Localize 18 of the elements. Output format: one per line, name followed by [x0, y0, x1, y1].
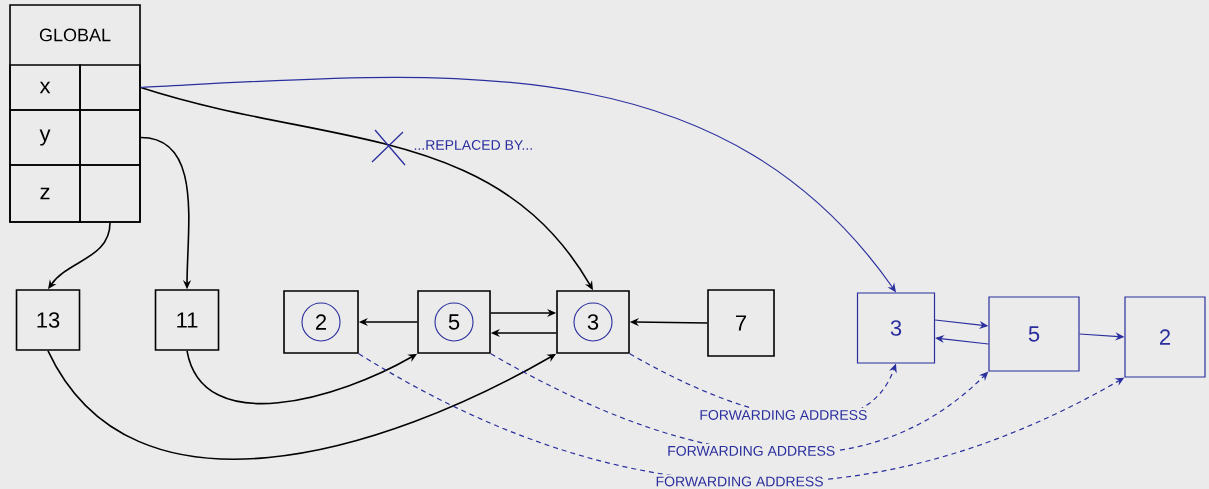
list-node-box: 7	[707, 289, 775, 357]
list-node-box: 13	[15, 289, 81, 351]
list-node-box: 5	[417, 290, 491, 354]
list-node-box: 3	[856, 292, 936, 364]
edge-label: FORWARDING ADDRESS	[653, 474, 826, 489]
edge-label: FORWARDING ADDRESS	[697, 408, 870, 422]
table-cell	[79, 164, 141, 223]
list-node-box: 2	[283, 290, 359, 354]
list-node-box: 5	[988, 296, 1080, 372]
table-cell: z	[9, 164, 81, 223]
list-node-box: 3	[556, 290, 630, 354]
table-cell	[79, 109, 141, 166]
table-cell: x	[9, 64, 81, 111]
note: ...REPLACED BY...	[414, 140, 532, 150]
table-cell: y	[9, 109, 81, 166]
list-node-box: 2	[1124, 296, 1206, 378]
table-cell	[79, 64, 141, 111]
list-node-box: 11	[154, 289, 220, 351]
